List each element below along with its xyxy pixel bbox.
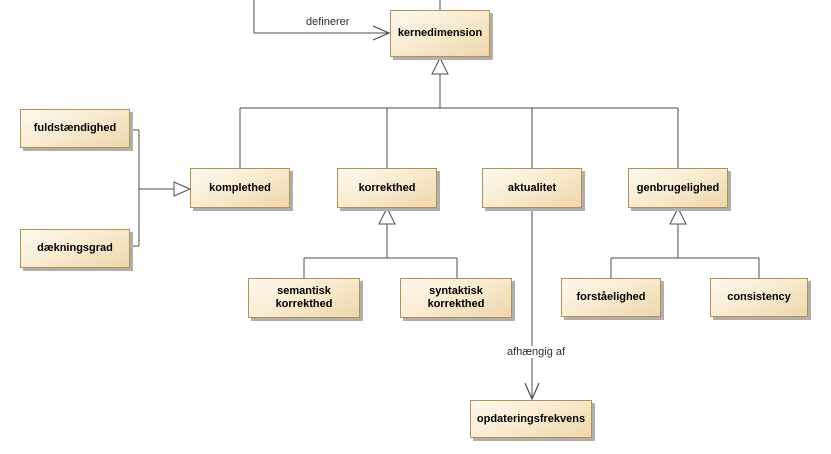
node-label: consistency (727, 291, 791, 304)
node-label: korrekthed (358, 181, 416, 194)
node-label: fuldstændighed (33, 122, 117, 135)
node-label: opdateringsfrekvens (476, 412, 586, 425)
generalization-triangle-icon (173, 181, 192, 197)
node-syntaktisk-korrekthed[interactable]: syntaktisk korrekthed (400, 278, 512, 318)
edge-label-afhaengig-af: afhængig af (504, 346, 568, 358)
node-semantisk-korrekthed[interactable]: semantisk korrekthed (248, 278, 360, 318)
open-arrowhead-icon (524, 382, 540, 401)
node-label: genbrugelighed (636, 181, 720, 194)
node-daekningsgrad[interactable]: dækningsgrad (20, 229, 130, 268)
node-genbrugelighed[interactable]: genbrugelighed (628, 168, 728, 208)
generalization-triangle-icon (669, 206, 687, 225)
node-komplethed[interactable]: komplethed (190, 168, 290, 208)
node-forstaaelighed[interactable]: forståelighed (561, 278, 661, 317)
generalization-triangle-icon (378, 206, 396, 225)
node-label: dækningsgrad (37, 242, 113, 255)
node-label: aktualitet (507, 181, 557, 194)
edge-generalization-genbrugelighed (610, 206, 760, 278)
edge-generalization-korrekthed (303, 206, 458, 278)
node-label: forståelighed (576, 291, 646, 304)
edge-definerer-arrow (253, 0, 391, 41)
node-fuldstaendighed[interactable]: fuldstændighed (20, 109, 130, 148)
edge-generalization-komplethed (130, 129, 192, 247)
edge-afhaengig-arrow (524, 208, 540, 401)
connector-line (253, 0, 388, 34)
node-consistency[interactable]: consistency (710, 278, 808, 317)
node-korrekthed[interactable]: korrekthed (337, 168, 437, 208)
edge-generalization-kernedimension (431, 56, 449, 108)
edge-bus-row2 (239, 107, 679, 168)
node-kernedimension[interactable]: kernedimension (390, 10, 490, 57)
edge-label-definerer: definerer (304, 16, 352, 28)
generalization-triangle-icon (431, 56, 449, 75)
open-arrowhead-icon (372, 25, 391, 41)
node-label: syntaktisk korrekthed (427, 285, 485, 310)
node-label: semantisk korrekthed (275, 285, 333, 310)
node-label: kernedimension (397, 27, 483, 40)
node-aktualitet[interactable]: aktualitet (482, 168, 582, 208)
node-opdateringsfrekvens[interactable]: opdateringsfrekvens (470, 400, 592, 438)
node-label: komplethed (209, 181, 271, 194)
